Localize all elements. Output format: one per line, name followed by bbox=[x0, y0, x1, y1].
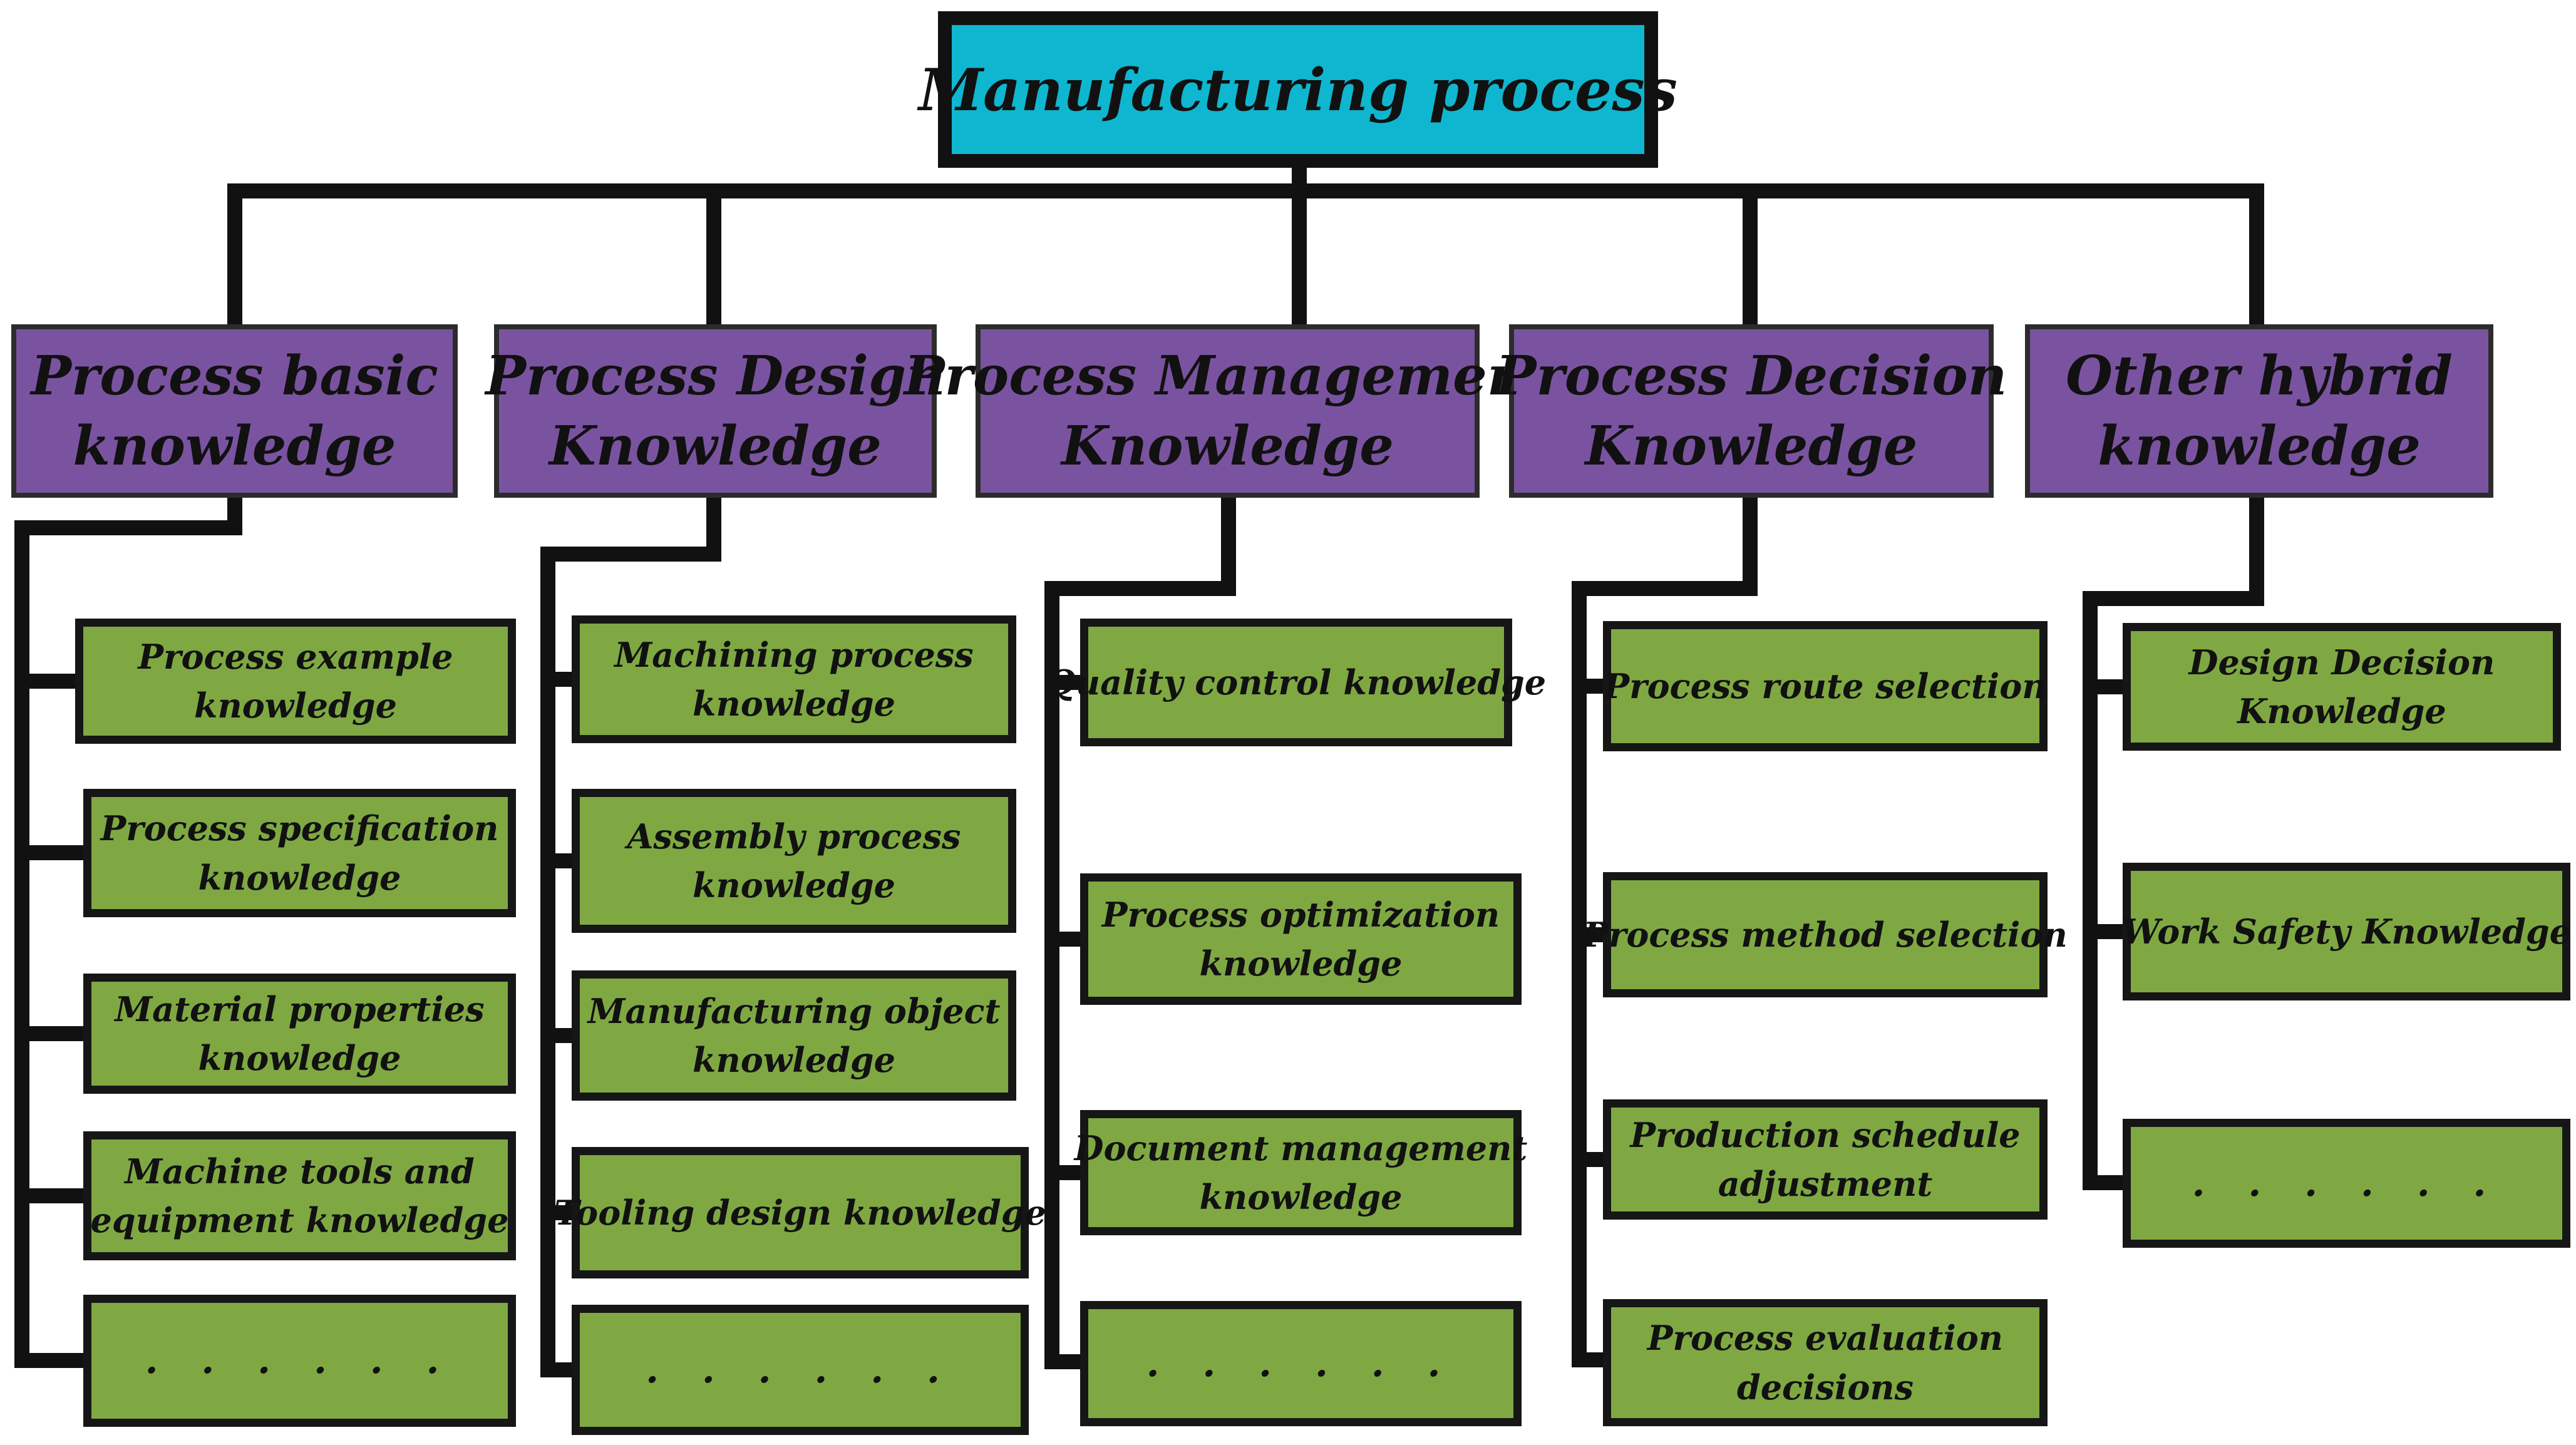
category-label-line: Process Management bbox=[904, 344, 1552, 408]
leaf-label-line: Work Safety Knowledge bbox=[2121, 911, 2572, 952]
leaf-design-decision: Design Decision Knowledge bbox=[2123, 623, 2561, 751]
leaf-material-properties: Material properties knowledge bbox=[83, 974, 516, 1094]
col1-spine bbox=[14, 490, 242, 1368]
leaf-document-management: Document management knowledge bbox=[1074, 1110, 1527, 1235]
category-label-line: knowledge bbox=[2098, 414, 2421, 478]
leaf-label-line: Process route selection bbox=[1604, 666, 2047, 706]
leaf-label-line: Process specification bbox=[100, 808, 499, 849]
category-process-design: Process Design Knowledge bbox=[485, 324, 945, 498]
leaf-label-line: knowledge bbox=[198, 1038, 401, 1078]
root-node: Manufacturing process bbox=[919, 11, 1677, 168]
leaf-label-line: knowledge bbox=[1199, 944, 1403, 984]
leaf-label-line: Quality control knowledge bbox=[1046, 662, 1547, 702]
category-label-line: Process Decision bbox=[1495, 344, 2007, 408]
leaf-machine-tools: Machine tools and equipment knowledge bbox=[83, 1131, 516, 1260]
leaf-process-route-selection: Process route selection bbox=[1603, 621, 2048, 751]
leaf-label-line: Production schedule bbox=[1630, 1114, 2021, 1155]
leaf-label-line: Process method selection bbox=[1583, 914, 2068, 955]
col3-spine bbox=[1044, 490, 1236, 1369]
leaf-label-line: Design Decision bbox=[2188, 642, 2495, 682]
leaf-label-line: knowledge bbox=[194, 686, 397, 726]
leaf-process-evaluation: Process evaluation decisions bbox=[1603, 1299, 2048, 1426]
leaf-label-line: Document management bbox=[1074, 1128, 1528, 1168]
ellipsis-label: . . . . . . bbox=[145, 1339, 455, 1382]
leaf-label-line: equipment knowledge bbox=[90, 1200, 509, 1240]
leaf-production-schedule: Production schedule adjustment bbox=[1603, 1099, 2048, 1220]
leaf-more-design: . . . . . . bbox=[572, 1305, 1029, 1435]
leaf-label-line: Assembly process bbox=[627, 816, 961, 856]
leaf-process-example: Process example knowledge bbox=[75, 619, 516, 744]
leaf-manufacturing-object: Manufacturing object knowledge bbox=[572, 970, 1016, 1101]
leaf-label-line: Material properties bbox=[115, 989, 485, 1029]
leaf-label-line: Knowledge bbox=[2237, 691, 2446, 731]
leaf-process-method-selection: Process method selection bbox=[1583, 872, 2068, 997]
leaf-label-line: Tooling design knowledge bbox=[554, 1192, 1046, 1233]
leaf-work-safety: Work Safety Knowledge bbox=[2121, 863, 2572, 1000]
leaf-label-line: Process example bbox=[138, 636, 453, 677]
leaf-more-management: . . . . . . bbox=[1080, 1301, 1522, 1426]
leaf-label-line: Process optimization bbox=[1101, 894, 1500, 935]
leaf-label-line: knowledge bbox=[693, 865, 895, 905]
leaf-assembly-process: Assembly process knowledge bbox=[572, 789, 1016, 933]
leaf-machining-process: Machining process knowledge bbox=[572, 615, 1016, 743]
leaf-label-line: Process evaluation bbox=[1647, 1318, 2004, 1359]
leaf-label-line: knowledge bbox=[198, 857, 401, 898]
leaf-tooling-design: Tooling design knowledge bbox=[554, 1147, 1046, 1278]
leaf-process-optimization: Process optimization knowledge bbox=[1080, 873, 1522, 1005]
leaf-label-line: knowledge bbox=[1199, 1177, 1403, 1217]
leaf-label-line: knowledge bbox=[693, 1040, 895, 1080]
category-label-line: Process Design bbox=[485, 344, 945, 408]
category-label-line: knowledge bbox=[73, 414, 396, 478]
category-label-line: Other hybrid bbox=[2066, 344, 2453, 408]
col4-spine bbox=[1572, 490, 1758, 1367]
ellipsis-label: . . . . . . bbox=[2192, 1161, 2501, 1205]
category-label-line: Process basic bbox=[31, 344, 438, 408]
leaf-label-line: adjustment bbox=[1718, 1164, 1933, 1204]
leaf-label-line: Manufacturing object bbox=[587, 990, 1001, 1031]
category-other-hybrid: Other hybrid knowledge bbox=[2025, 324, 2493, 498]
category-label-line: Knowledge bbox=[1061, 414, 1394, 478]
ellipsis-label: . . . . . . bbox=[1146, 1341, 1456, 1386]
leaf-label-line: knowledge bbox=[693, 684, 895, 724]
category-process-decision: Process Decision Knowledge bbox=[1496, 324, 2007, 498]
leaf-label-line: Machining process bbox=[614, 634, 974, 675]
col5-spine bbox=[2083, 490, 2264, 1190]
category-label-line: Knowledge bbox=[1585, 414, 1918, 478]
leaf-process-specification: Process specification knowledge bbox=[83, 789, 516, 917]
category-process-management: Process Management Knowledge bbox=[904, 324, 1551, 498]
leaf-label-line: decisions bbox=[1736, 1367, 1914, 1407]
leaf-label-line: Machine tools and bbox=[125, 1151, 475, 1191]
col2-spine bbox=[540, 490, 721, 1377]
category-process-basic: Process basic knowledge bbox=[11, 324, 458, 498]
root-label: Manufacturing process bbox=[919, 55, 1677, 124]
leaf-more-basic: . . . . . . bbox=[83, 1295, 516, 1427]
leaf-quality-control: Quality control knowledge bbox=[1046, 619, 1546, 746]
leaf-more-hybrid: . . . . . . bbox=[2123, 1119, 2570, 1248]
ellipsis-label: . . . . . . bbox=[646, 1347, 955, 1392]
category-label-line: Knowledge bbox=[549, 414, 882, 478]
